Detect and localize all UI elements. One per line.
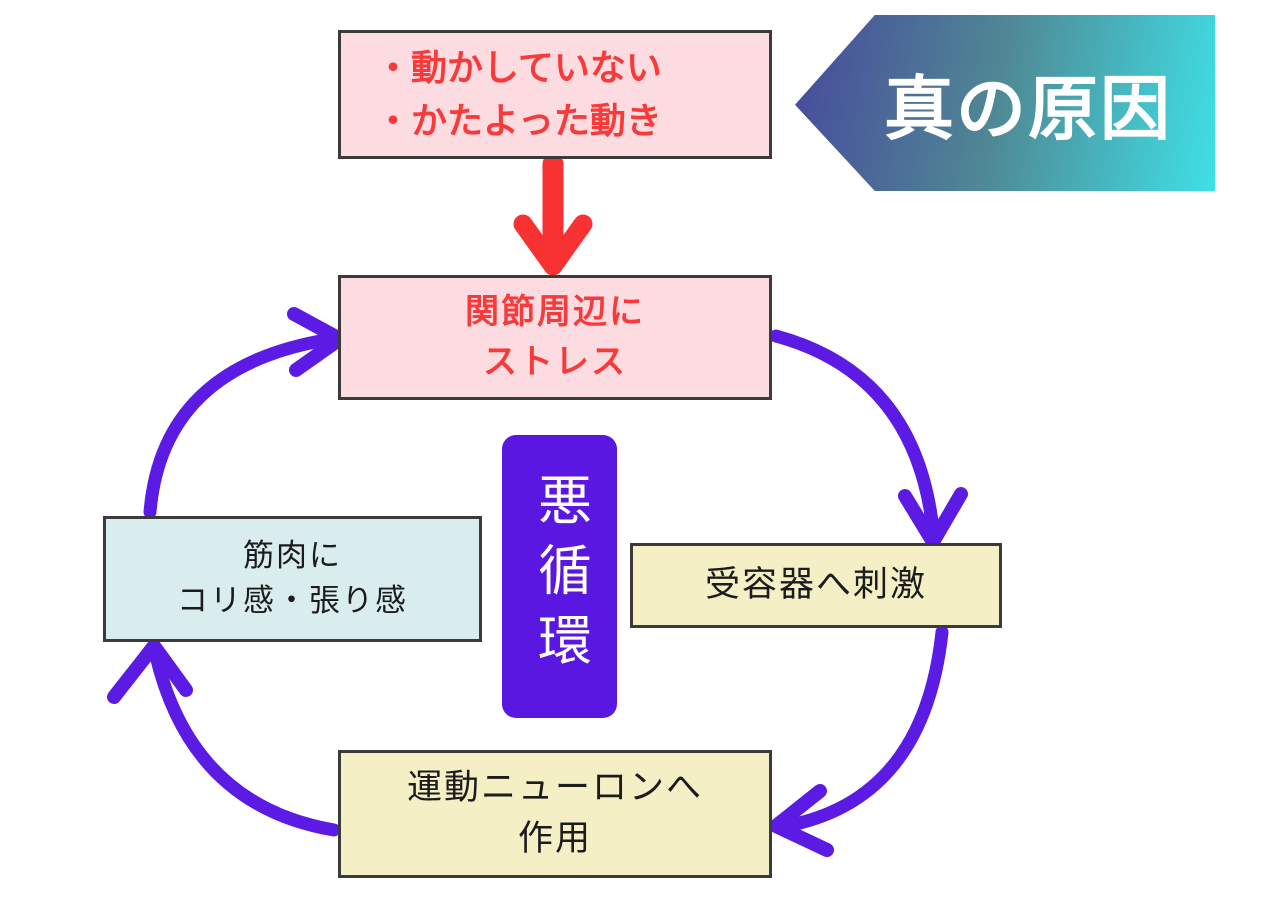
motor-neuron-box: 運動ニューロンへ 作用 bbox=[338, 750, 772, 878]
cycle-arrow-neuron-to-muscle bbox=[107, 639, 341, 837]
cycle-arrow-muscle-to-stress bbox=[143, 307, 347, 519]
vicious-cycle-label: 悪循環 bbox=[529, 471, 590, 682]
receptor-label: 受容器へ刺激 bbox=[704, 565, 927, 605]
cause-box: ・動かしていない ・かたよった動き bbox=[338, 30, 772, 159]
cycle-arrow-stress-to-receptor bbox=[769, 329, 968, 549]
vicious-cycle-center-box: 悪循環 bbox=[502, 435, 617, 718]
cycle-arrow-receptor-to-neuron bbox=[769, 625, 949, 857]
cause-line-2: ・かたよった動き bbox=[375, 99, 662, 141]
true-cause-label: 真の原因 bbox=[884, 71, 1172, 149]
muscle-line-2: コリ感・張り感 bbox=[177, 583, 408, 618]
muscle-box: 筋肉に コリ感・張り感 bbox=[103, 516, 482, 642]
joint-stress-line-2: ストレス bbox=[483, 342, 627, 381]
motor-neuron-line-2: 作用 bbox=[517, 819, 592, 858]
joint-stress-box: 関節周辺に ストレス bbox=[338, 275, 772, 400]
muscle-line-1: 筋肉に bbox=[243, 538, 342, 574]
joint-stress-line-1: 関節周辺に bbox=[465, 293, 645, 332]
cause-line-1: ・動かしていない bbox=[375, 47, 662, 89]
motor-neuron-line-1: 運動ニューロンへ bbox=[406, 768, 703, 808]
cause-arrow-down bbox=[513, 153, 593, 276]
receptor-box: 受容器へ刺激 bbox=[630, 543, 1002, 628]
true-cause-banner: 真の原因 bbox=[795, 15, 1215, 191]
